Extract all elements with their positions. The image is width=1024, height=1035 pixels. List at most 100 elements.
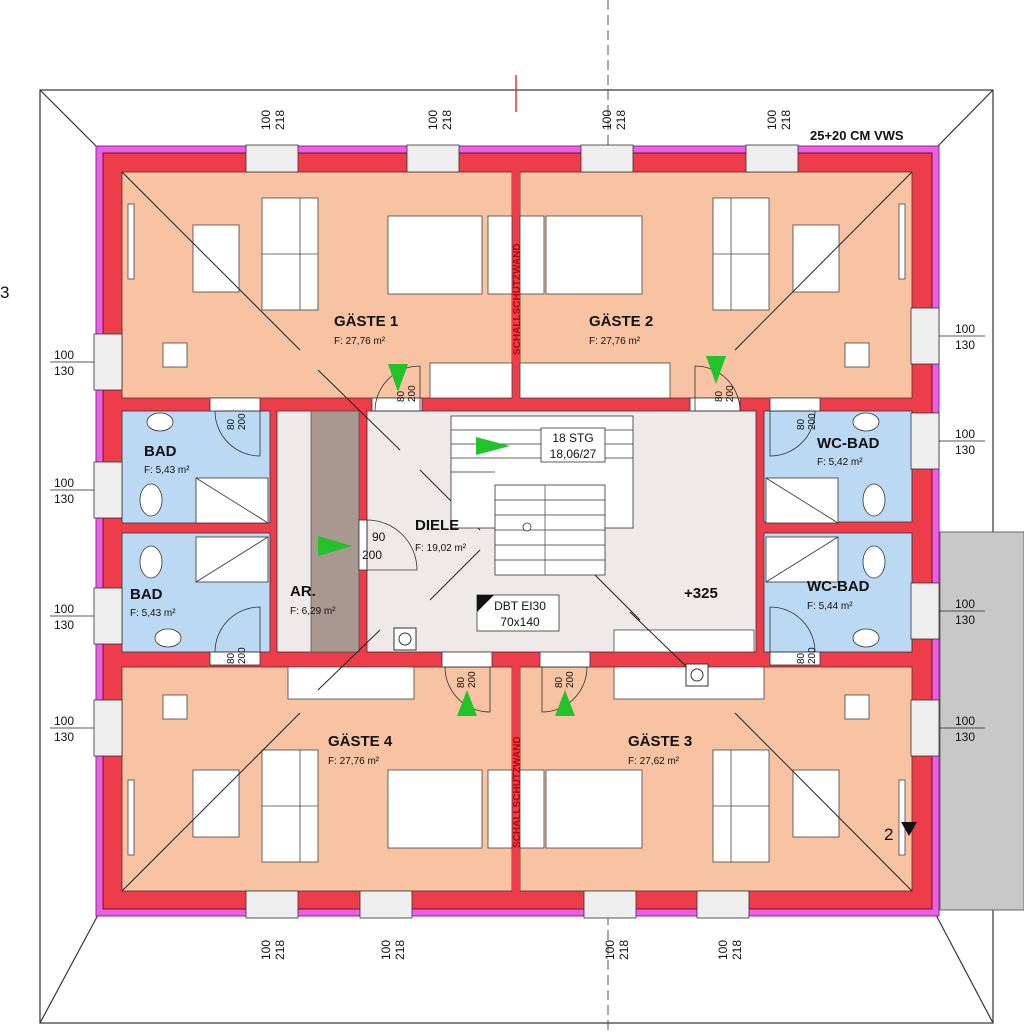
svg-text:80: 80 bbox=[714, 390, 725, 402]
room-area-wcbad-2: F: 5,44 m² bbox=[807, 601, 853, 612]
svg-text:130: 130 bbox=[955, 338, 975, 352]
room-area-ar: F: 6,29 m² bbox=[290, 606, 336, 617]
room-area-wcbad-1: F: 5,42 m² bbox=[817, 457, 863, 468]
svg-text:130: 130 bbox=[54, 364, 74, 378]
svg-text:80: 80 bbox=[456, 676, 467, 688]
svg-text:200: 200 bbox=[237, 413, 248, 430]
svg-text:200: 200 bbox=[467, 671, 478, 688]
svg-text:218: 218 bbox=[617, 940, 631, 960]
svg-text:80: 80 bbox=[226, 418, 237, 430]
svg-text:100: 100 bbox=[379, 940, 393, 960]
sound-wall-top bbox=[512, 172, 520, 398]
axis-mark-left: 3 bbox=[0, 283, 9, 302]
insulation-note: 25+20 CM VWS bbox=[810, 128, 904, 143]
adjacent-building bbox=[939, 531, 1024, 911]
svg-text:100: 100 bbox=[426, 110, 440, 130]
room-label-bad-1: BAD bbox=[144, 443, 177, 460]
svg-text:218: 218 bbox=[779, 110, 793, 130]
door-openings bbox=[209, 365, 821, 713]
bathroom-fixtures bbox=[139, 412, 886, 648]
room-area-gaeste-4: F: 27,76 m² bbox=[328, 756, 380, 767]
svg-text:200: 200 bbox=[725, 385, 736, 402]
door-ar-dim-height: 200 bbox=[362, 548, 382, 562]
svg-text:200: 200 bbox=[807, 647, 818, 664]
dims-right bbox=[939, 335, 985, 729]
level-elevation: +325 bbox=[684, 585, 718, 602]
furniture bbox=[127, 197, 906, 863]
room-area-gaeste-1: F: 27,76 m² bbox=[334, 336, 386, 347]
svg-text:218: 218 bbox=[614, 110, 628, 130]
stair-label-box bbox=[540, 427, 606, 463]
room-label-gaeste-3: GÄSTE 3 bbox=[628, 733, 692, 750]
room-area-gaeste-3: F: 27,62 m² bbox=[628, 756, 680, 767]
sound-wall-label-top: SCHALLSCHUTZWAND bbox=[512, 243, 523, 355]
svg-text:100: 100 bbox=[603, 940, 617, 960]
svg-text:130: 130 bbox=[955, 613, 975, 627]
svg-text:100: 100 bbox=[54, 602, 74, 616]
room-label-wcbad-2: WC-BAD bbox=[807, 578, 870, 595]
room-area-diele: F: 19,02 m² bbox=[415, 543, 467, 554]
room-label-gaeste-2: GÄSTE 2 bbox=[589, 313, 653, 330]
svg-text:130: 130 bbox=[955, 443, 975, 457]
svg-text:130: 130 bbox=[54, 730, 74, 744]
room-label-gaeste-4: GÄSTE 4 bbox=[328, 733, 393, 750]
room-label-wcbad-1: WC-BAD bbox=[817, 435, 880, 452]
svg-text:100: 100 bbox=[765, 110, 779, 130]
svg-text:218: 218 bbox=[393, 940, 407, 960]
svg-text:80: 80 bbox=[796, 652, 807, 664]
svg-text:200: 200 bbox=[237, 647, 248, 664]
dims-left bbox=[50, 361, 94, 729]
sound-wall-label-bottom: SCHALLSCHUTZWAND bbox=[512, 736, 523, 848]
room-label-ar: AR. bbox=[290, 583, 316, 600]
room-label-bad-2: BAD bbox=[130, 586, 163, 603]
svg-text:100: 100 bbox=[600, 110, 614, 130]
axis-mark-right: 2 bbox=[884, 825, 893, 844]
entry-door-box bbox=[476, 594, 560, 632]
svg-text:80: 80 bbox=[554, 676, 565, 688]
svg-text:130: 130 bbox=[54, 492, 74, 506]
svg-text:100: 100 bbox=[259, 940, 273, 960]
svg-text:130: 130 bbox=[955, 730, 975, 744]
svg-text:218: 218 bbox=[730, 940, 744, 960]
svg-text:80: 80 bbox=[226, 652, 237, 664]
stair-ratio: 18,06/27 bbox=[550, 447, 597, 461]
svg-text:100: 100 bbox=[955, 322, 975, 336]
windows-bottom bbox=[245, 890, 750, 919]
windows-right bbox=[910, 307, 940, 757]
room-area-bad-2: F: 5,43 m² bbox=[130, 608, 176, 619]
svg-text:100: 100 bbox=[955, 427, 975, 441]
windows-top bbox=[245, 144, 799, 173]
stair-steps: 18 STG bbox=[552, 431, 593, 445]
svg-text:218: 218 bbox=[273, 940, 287, 960]
staircase bbox=[450, 415, 634, 576]
svg-text:200: 200 bbox=[565, 671, 576, 688]
entry-door-size: 70x140 bbox=[500, 615, 540, 629]
svg-text:100: 100 bbox=[54, 714, 74, 728]
windows-left bbox=[93, 333, 123, 757]
entry-door-type: DBT EI30 bbox=[494, 599, 546, 613]
svg-text:218: 218 bbox=[273, 110, 287, 130]
sound-wall-bottom bbox=[512, 667, 520, 891]
svg-text:100: 100 bbox=[259, 110, 273, 130]
svg-text:100: 100 bbox=[716, 940, 730, 960]
svg-text:200: 200 bbox=[407, 385, 418, 402]
svg-text:100: 100 bbox=[955, 597, 975, 611]
svg-text:200: 200 bbox=[807, 413, 818, 430]
svg-text:218: 218 bbox=[440, 110, 454, 130]
axis-triangle bbox=[901, 822, 917, 836]
svg-text:80: 80 bbox=[796, 418, 807, 430]
shaft-markers bbox=[393, 627, 709, 687]
svg-text:100: 100 bbox=[54, 476, 74, 490]
room-label-diele: DIELE bbox=[415, 517, 459, 534]
direction-arrows bbox=[318, 356, 726, 716]
svg-text:80: 80 bbox=[396, 390, 407, 402]
svg-text:100: 100 bbox=[955, 714, 975, 728]
door-ar-dim-width: 90 bbox=[372, 530, 386, 544]
svg-text:130: 130 bbox=[54, 618, 74, 632]
room-label-gaeste-1: GÄSTE 1 bbox=[334, 313, 398, 330]
